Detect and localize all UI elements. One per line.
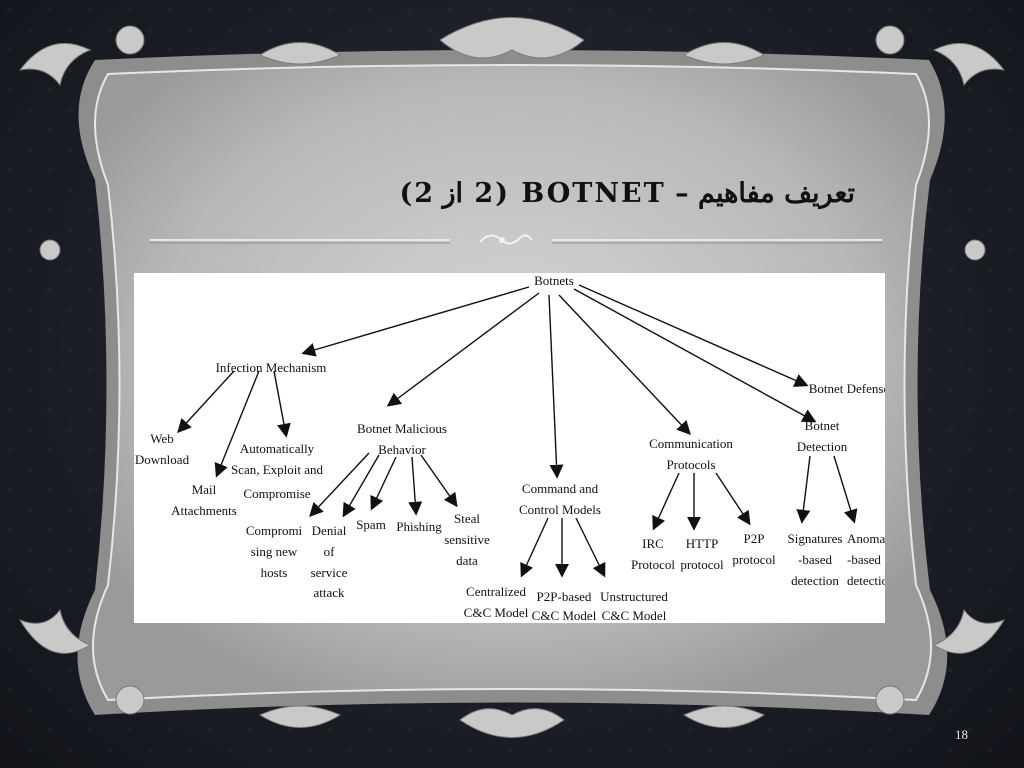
node-steal-line3: data — [456, 553, 478, 568]
node-centralized-line1: Centralized — [466, 584, 526, 599]
node-irc-line1: IRC — [642, 536, 664, 551]
node-detection-line1: Botnet — [805, 418, 840, 433]
node-dos-line1: Denial — [312, 523, 347, 538]
title-divider — [150, 234, 882, 245]
node-dos-line3: service — [311, 565, 348, 580]
node-compromising-line1: Compromi — [246, 523, 303, 538]
node-dos-line4: attack — [313, 585, 345, 600]
node-unstructured-line2: C&C Model — [602, 608, 667, 623]
node-spam: Spam — [356, 517, 386, 532]
node-auto-line3: Compromise — [243, 486, 310, 501]
node-web-download-line2: Download — [135, 452, 190, 467]
slide-title: تعریف مفاهیم – BOTNET (2 از 2) — [399, 178, 855, 209]
node-command-control-line1: Command and — [522, 481, 599, 496]
node-unstructured-line1: Unstructured — [600, 589, 668, 604]
node-signature-line2: -based — [798, 552, 832, 567]
node-web-download-line1: Web — [150, 431, 174, 446]
node-malicious-behavior-line1: Botnet Malicious — [357, 421, 447, 436]
diagram-arrows — [177, 284, 858, 578]
node-malicious-behavior-line2: Behavior — [378, 442, 426, 457]
node-irc-line2: Protocol — [631, 557, 675, 572]
node-dos-line2: of — [324, 544, 336, 559]
node-anomaly-line3: detectio — [847, 573, 885, 588]
page-number: 18 — [955, 727, 968, 742]
node-mail-line2: Attachments — [171, 503, 237, 518]
node-auto-line1: Automatically — [240, 441, 315, 456]
corner-ornaments — [18, 17, 1006, 738]
node-p2p-cc-line2: C&C Model — [532, 608, 597, 623]
node-detection-line2: Detection — [797, 439, 848, 454]
node-centralized-line2: C&C Model — [464, 605, 529, 620]
node-communication-line1: Communication — [649, 436, 733, 451]
node-compromising-line2: sing new — [251, 544, 298, 559]
node-compromising-line3: hosts — [261, 565, 288, 580]
node-infection-mechanism: Infection Mechanism — [216, 360, 327, 375]
node-signature-line3: detection — [791, 573, 839, 588]
root-node: Botnets — [534, 273, 574, 288]
node-phishing: Phishing — [396, 519, 442, 534]
node-http-line2: protocol — [680, 557, 724, 572]
node-p2p-protocol-line2: protocol — [732, 552, 776, 567]
node-signature-line1: Signatures — [788, 531, 843, 546]
node-communication-line2: Protocols — [666, 457, 715, 472]
node-p2p-protocol-line1: P2P — [744, 531, 765, 546]
botnet-taxonomy-diagram: Botnets Infection Mechanism Botnet Malic… — [134, 273, 885, 623]
node-anomaly-line1: Anoma — [847, 531, 885, 546]
node-anomaly-line2: -based — [847, 552, 881, 567]
node-steal-line1: Steal — [454, 511, 480, 526]
node-botnet-defense: Botnet Defense — [809, 381, 885, 396]
node-mail-line1: Mail — [192, 482, 217, 497]
node-auto-line2: Scan, Exploit and — [231, 462, 324, 477]
node-http-line1: HTTP — [686, 536, 719, 551]
node-command-control-line2: Control Models — [519, 502, 601, 517]
node-p2p-cc-line1: P2P-based — [537, 589, 592, 604]
node-steal-line2: sensitive — [444, 532, 490, 547]
